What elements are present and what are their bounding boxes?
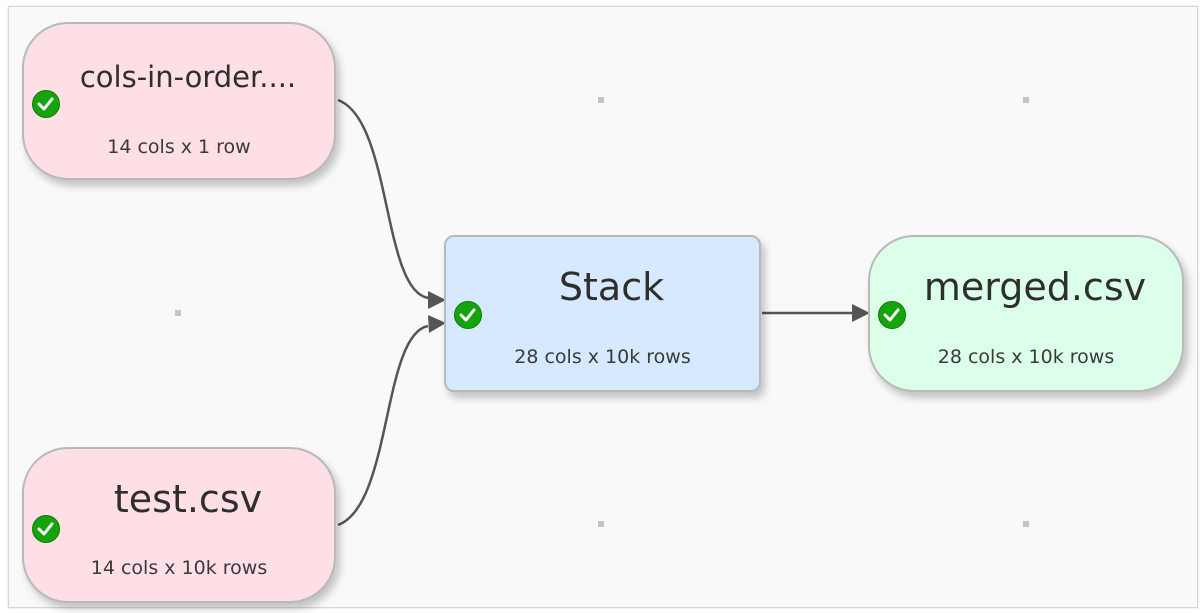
check-circle-icon [32,515,60,543]
grid-dot [1023,521,1029,527]
check-circle-icon [878,301,906,329]
grid-dot [1023,97,1029,103]
node-title: test.csv [113,477,263,521]
grid-dot [598,97,604,103]
node-title: cols-in-order.... [79,60,297,94]
node-output-merged-csv[interactable]: merged.csv 28 cols x 10k rows [868,235,1184,392]
node-dimensions: 14 cols x 1 row [107,136,251,158]
node-title: merged.csv [923,265,1147,309]
node-transform-stack[interactable]: Stack 28 cols x 10k rows [444,235,761,392]
node-dimensions: 28 cols x 10k rows [514,346,691,368]
check-circle-icon [32,90,60,118]
grid-dot [175,310,181,316]
node-input-cols-in-order[interactable]: cols-in-order.... 14 cols x 1 row [22,22,336,180]
node-dimensions: 14 cols x 10k rows [90,557,268,579]
check-circle-icon [454,301,482,329]
node-title: Stack [558,265,665,309]
node-input-test-csv[interactable]: test.csv 14 cols x 10k rows [22,447,336,603]
grid-dot [598,521,604,527]
node-dimensions: 28 cols x 10k rows [937,346,1115,368]
